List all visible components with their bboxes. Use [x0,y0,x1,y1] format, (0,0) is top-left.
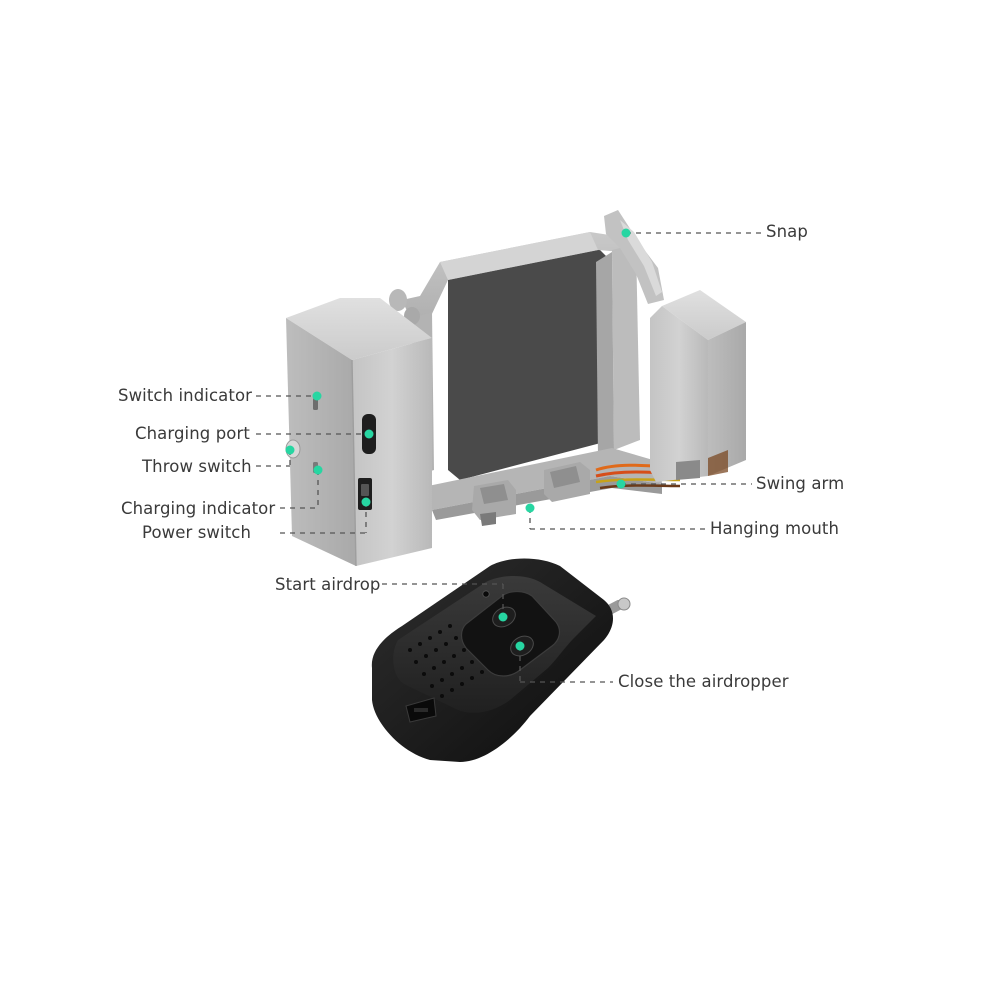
marker-close-airdropper [515,641,525,651]
leader-lines [256,232,763,683]
marker-snap [621,228,631,238]
marker-throw-switch [285,445,295,455]
mounting-frame [389,210,681,526]
left-housing [285,298,432,567]
label-charging-indicator: Charging indicator [121,499,276,518]
label-swing-arm: Swing arm [756,474,845,493]
marker-power-switch [361,497,371,507]
label-hanging-mouth: Hanging mouth [710,519,840,538]
marker-charging-port [364,429,374,439]
marker-hanging-mouth [525,503,535,513]
remote-control [371,558,631,762]
marker-start-airdrop [498,612,508,622]
markers [285,228,631,651]
label-power-switch: Power switch [142,523,252,542]
label-throw-switch: Throw switch [142,457,252,476]
label-snap: Snap [766,222,808,241]
label-switch-indicator: Switch indicator [118,386,253,405]
right-housing [650,290,746,482]
marker-charging-indicator [313,465,323,475]
label-close-the-airdropper: Close the airdropper [618,672,789,691]
switch-indicator-led [313,398,318,410]
label-charging-port: Charging port [135,424,250,443]
label-start-airdrop: Start airdrop [275,575,381,594]
marker-switch-indicator [312,391,322,401]
marker-swing-arm [616,479,626,489]
